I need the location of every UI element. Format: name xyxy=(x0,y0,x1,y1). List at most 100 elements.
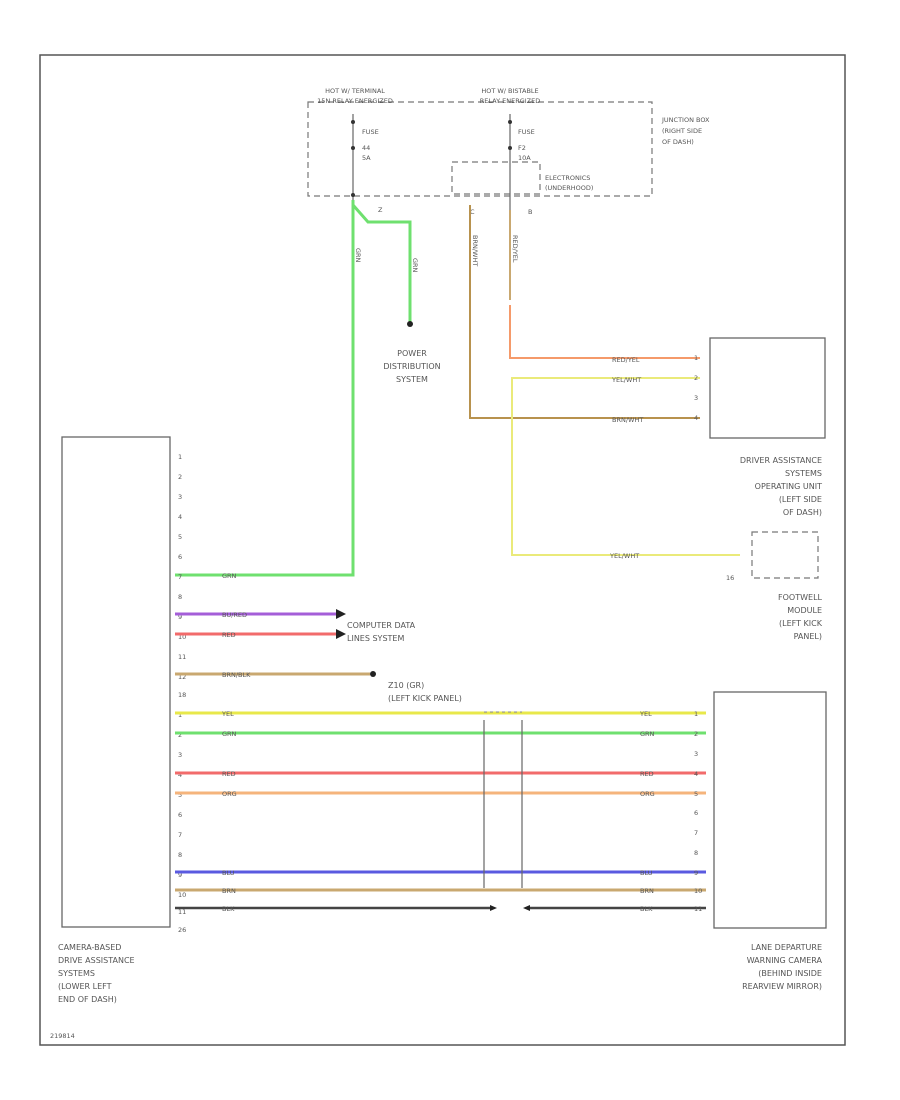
wire-red-data-label: RED xyxy=(222,631,236,639)
lane-departure-camera xyxy=(713,691,827,929)
lane-camera-pin: 5 xyxy=(694,790,698,798)
left-module-pin: 3 xyxy=(178,751,182,759)
bottom-wire-label-left: ORG xyxy=(222,790,237,798)
lane-camera-pin: 8 xyxy=(694,849,698,857)
bottom-wire-label-right: YEL xyxy=(639,710,652,718)
left-module-label-2: DRIVE ASSISTANCE xyxy=(58,956,135,965)
bottom-wire-label-right: GRN xyxy=(640,730,655,738)
red-data-arrow xyxy=(336,629,346,639)
lane-camera-pin: 9 xyxy=(694,869,698,877)
junction-box-label-3: OF DASH) xyxy=(662,138,694,146)
lane-camera-label-3: (BEHIND INSIDE xyxy=(758,969,822,978)
bottom-wire-label-right: RED xyxy=(640,770,654,778)
bottom-wire-arrow xyxy=(523,905,530,911)
footwell-module xyxy=(751,531,819,579)
junction-box-outline xyxy=(307,101,653,197)
left-module-pin: 10 xyxy=(178,633,186,641)
lane-camera-pin: 3 xyxy=(694,750,698,758)
splice-line2: (LEFT KICK PANEL) xyxy=(388,694,462,703)
wire-red-yel-label: RED/YEL xyxy=(511,235,519,263)
left-module-pin: 4 xyxy=(178,771,182,779)
wire-brn-blk-label: BRN/BLK xyxy=(222,671,251,679)
left-module-pin: 6 xyxy=(178,811,182,819)
fuse-a-symbol xyxy=(351,146,355,150)
driver-pin-2: 2 xyxy=(694,374,698,382)
driver-pin-1: 1 xyxy=(694,354,698,362)
diagram-frame xyxy=(39,54,846,1046)
wire-bu-red-label: BU/RED xyxy=(222,611,247,619)
fuse-b-top-node xyxy=(508,120,512,124)
left-conn-a: 18 xyxy=(178,691,186,699)
left-module-label-5: END OF DASH) xyxy=(58,995,117,1004)
wire-brn-wht xyxy=(469,205,700,419)
left-module-pin: 12 xyxy=(178,673,186,681)
hot-terminal-line1: HOT W/ TERMINAL xyxy=(325,87,385,95)
left-module-pin: 8 xyxy=(178,593,182,601)
fuse-b-label: FUSE xyxy=(518,128,535,136)
bottom-wire-label-right: BLU xyxy=(640,869,653,877)
hot-relay-line1: HOT W/ BISTABLE xyxy=(481,87,538,95)
lane-camera-pin: 4 xyxy=(694,770,698,778)
pin-b: B xyxy=(528,208,532,216)
bottom-wire-label-left: BRN xyxy=(222,887,236,895)
power-distribution-line1: POWER xyxy=(397,349,427,358)
bottom-wire-arrow xyxy=(490,905,497,911)
driver-pin-4: 4 xyxy=(694,414,698,422)
computer-data-line2: LINES SYSTEM xyxy=(347,634,404,643)
fuse-a-top-node xyxy=(351,120,355,124)
diagram-id: 219814 xyxy=(50,1032,75,1040)
junction-box-label-2: (RIGHT SIDE xyxy=(662,127,702,135)
footwell-label-2: MODULE xyxy=(787,606,822,615)
left-module-pin: 11 xyxy=(178,653,186,661)
left-module-label-3: SYSTEMS xyxy=(58,969,95,978)
driver-unit-label-2: SYSTEMS xyxy=(785,469,822,478)
wire-grn-main xyxy=(175,200,355,577)
electronics-line2: (UNDERHOOD) xyxy=(545,184,593,192)
pin-c: C xyxy=(470,208,475,216)
power-distribution-line3: SYSTEM xyxy=(396,375,428,384)
lane-camera-pin: 7 xyxy=(694,829,698,837)
bottom-wire-label-right: BRN xyxy=(640,887,654,895)
left-module-pin: 10 xyxy=(178,891,186,899)
lane-camera-label-1: LANE DEPARTURE xyxy=(751,943,822,952)
lane-camera-pin: 2 xyxy=(694,730,698,738)
driver-pin-3: 3 xyxy=(694,394,698,402)
left-module-pin: 9 xyxy=(178,613,182,621)
bu-red-arrow xyxy=(336,609,346,619)
wire-grn-label-1: GRN xyxy=(354,248,362,263)
pin-z: Z xyxy=(378,206,383,214)
lane-camera-pin: 6 xyxy=(694,809,698,817)
bottom-wire-label-left: BLK xyxy=(222,905,235,913)
driver-wire-1-label: RED/YEL xyxy=(612,356,640,364)
bottom-wire-label-left: BLU xyxy=(222,869,235,877)
footwell-pin: 16 xyxy=(726,574,734,582)
lane-camera-label-2: WARNING CAMERA xyxy=(747,956,823,965)
footwell-label-3: (LEFT KICK xyxy=(779,619,823,628)
camera-based-assistance-module xyxy=(61,436,171,928)
footwell-label-1: FOOTWELL xyxy=(778,593,823,602)
hot-terminal-line2: 15N RELAY ENERGIZED xyxy=(317,97,393,105)
bottom-wire-label-left: YEL xyxy=(221,710,234,718)
driver-unit-label-4: (LEFT SIDE xyxy=(779,495,822,504)
power-distribution-arrow xyxy=(407,321,413,327)
wire-grn-pin7-label: GRN xyxy=(222,572,237,580)
left-module-pin: 6 xyxy=(178,553,182,561)
wire-grn-label-2: GRN xyxy=(411,258,419,273)
driver-unit-label-5: OF DASH) xyxy=(783,508,822,517)
left-module-pin: 11 xyxy=(178,908,186,916)
left-module-label-1: CAMERA-BASED xyxy=(58,943,121,952)
driver-unit-label-1: DRIVER ASSISTANCE xyxy=(740,456,822,465)
lane-camera-label-4: REARVIEW MIRROR) xyxy=(742,982,822,991)
left-module-pin: 5 xyxy=(178,533,182,541)
left-module-pin: 1 xyxy=(178,711,182,719)
fuse-a-number: 44 xyxy=(362,144,370,152)
wire-brn-wht-label: BRN/WHT xyxy=(471,235,479,266)
left-module-pin: 5 xyxy=(178,791,182,799)
bottom-wire-label-right: ORG xyxy=(640,790,655,798)
left-module-pin: 1 xyxy=(178,453,182,461)
left-conn-b: 26 xyxy=(178,926,186,934)
bottom-wire-label-left: RED xyxy=(222,770,236,778)
left-module-pin: 8 xyxy=(178,851,182,859)
